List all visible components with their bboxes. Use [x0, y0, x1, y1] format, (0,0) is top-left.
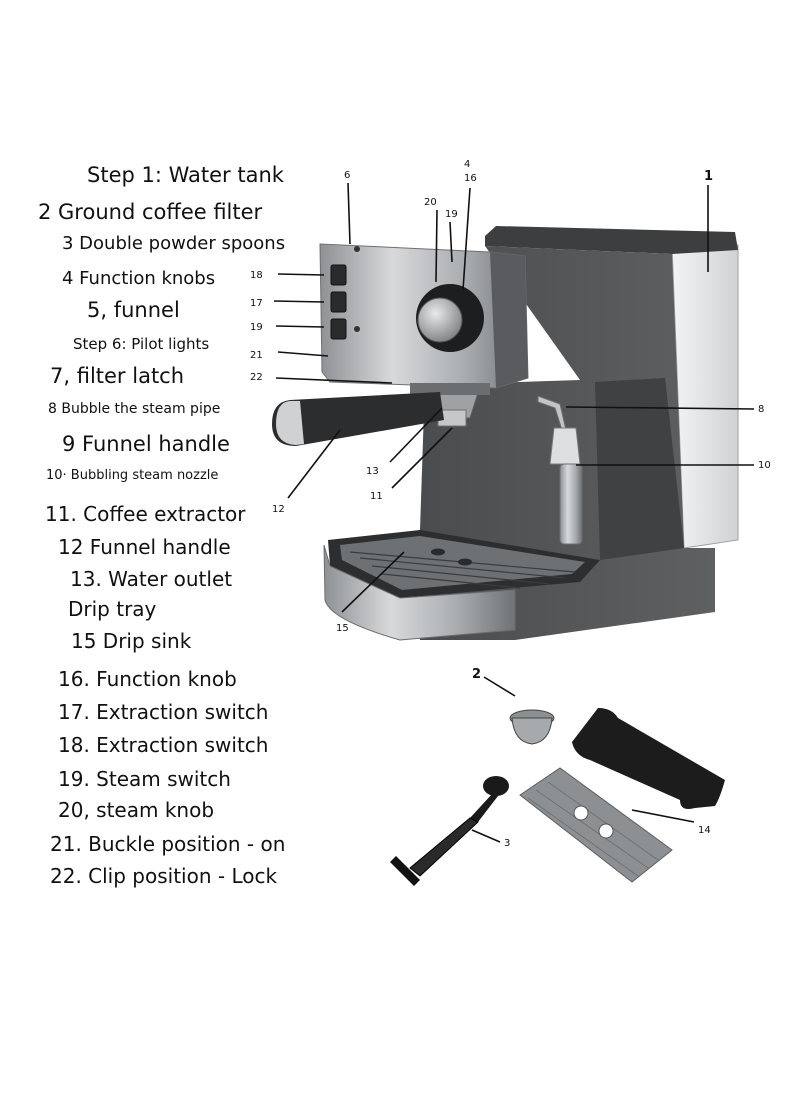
callout-22: 22 [250, 372, 263, 383]
legend-item-drip-sink: 15 Drip sink [71, 629, 192, 653]
leader-15 [341, 551, 405, 613]
leader-19 [275, 325, 325, 328]
leader-18 [277, 273, 325, 276]
leader-19-top [449, 221, 453, 263]
grate-hole-1 [573, 805, 589, 821]
function-knob [417, 297, 463, 343]
callout-14: 14 [698, 825, 711, 836]
callout-2: 2 [472, 667, 481, 682]
legend-item-funnel-handle-2: 12 Funnel handle [58, 535, 231, 559]
callout-13: 13 [366, 466, 379, 477]
spoon-scoop [483, 776, 509, 796]
drip-grate-accessory [519, 767, 673, 883]
callout-17: 17 [250, 298, 263, 309]
steam-button-19 [330, 318, 347, 340]
drip-sink [323, 544, 516, 641]
pilot-light [354, 326, 360, 332]
portafilter-handle [272, 392, 444, 446]
callout-16: 16 [464, 173, 477, 184]
legend-item-drip-tray: Drip tray [68, 597, 157, 621]
leader-lines [273, 182, 755, 843]
portafilter-handle-cap [276, 401, 304, 445]
leader-22 [275, 377, 393, 384]
leader-17 [273, 300, 325, 303]
body-recess [595, 378, 684, 560]
pilot-light-top [354, 246, 360, 252]
legend-item-extraction-switch-18: 18. Extraction switch [58, 733, 269, 757]
legend-item-powder-spoons: 3 Double powder spoons [62, 233, 286, 254]
leader-16 [462, 187, 471, 291]
callout-numbers: 1 6 4 16 20 19 18 17 19 21 22 8 10 13 11… [250, 159, 771, 849]
legend-item-extraction-switch-17: 17. Extraction switch [58, 700, 269, 724]
callout-1: 1 [704, 169, 713, 184]
callout-6: 6 [344, 170, 350, 181]
callout-4: 4 [464, 159, 470, 170]
extraction-button-17 [330, 291, 347, 313]
legend-item-water-outlet: 13. Water outlet [70, 567, 233, 591]
steam-nozzle [559, 463, 583, 545]
drip-tray-accessory [572, 708, 725, 809]
leader-6 [347, 182, 351, 245]
legend-item-pilot-lights: Step 6: Pilot lights [73, 335, 210, 353]
legend-item-steam-knob: 20, steam knob [58, 798, 215, 822]
spoon-tamper [390, 856, 420, 886]
callout-18: 18 [250, 270, 263, 281]
grate-hole-right [431, 548, 445, 556]
callout-21: 21 [250, 350, 263, 361]
legend-item-coffee-filter: 2 Ground coffee filter [38, 200, 263, 224]
leader-13 [389, 407, 443, 463]
legend-item-clip-position: 22. Clip position - Lock [50, 864, 278, 888]
filter-basket [511, 717, 553, 745]
legend-item-function-knob: 16. Function knob [58, 667, 237, 691]
leader-20 [435, 209, 438, 283]
leader-21 [277, 351, 329, 357]
callout-12: 12 [272, 504, 285, 515]
spoon-neck [470, 794, 498, 822]
legend-item-water-tank: Step 1: Water tank [87, 163, 284, 187]
leader-11 [391, 427, 453, 489]
accessories [390, 708, 725, 886]
legend-item-steam-pipe: 8 Bubble the steam pipe [48, 401, 221, 417]
grate-hole-left [458, 558, 472, 566]
leader-12 [287, 429, 341, 499]
extraction-button-18 [330, 264, 347, 286]
legend-item-funnel-handle: 9 Funnel handle [62, 432, 230, 456]
legend-item-function-knobs: 4 Function knobs [62, 268, 216, 289]
leader-14 [631, 809, 695, 823]
legend-item-steam-nozzle: 10· Bubbling steam nozzle [46, 468, 219, 483]
callout-10: 10 [758, 460, 771, 471]
callout-19-top: 19 [445, 209, 458, 220]
top-lid [485, 226, 738, 254]
legend-item-filter-latch: 7, filter latch [50, 364, 185, 388]
portafilter-collar [410, 383, 490, 395]
drip-grate-accessory-lines [527, 781, 659, 877]
callout-8: 8 [758, 404, 764, 415]
front-panel-side [490, 252, 528, 388]
legend-item-steam-switch: 19. Steam switch [58, 767, 231, 791]
callout-15: 15 [336, 623, 349, 634]
callout-20: 20 [424, 197, 437, 208]
espresso-machine [272, 226, 739, 641]
leader-8 [565, 406, 755, 410]
leader-2 [483, 676, 516, 697]
leader-3 [471, 829, 501, 843]
callout-11: 11 [370, 491, 383, 502]
spoon-handle [409, 817, 479, 877]
steam-nozzle-sleeve [549, 427, 581, 465]
callout-3: 3 [504, 838, 510, 849]
grate-hole-2 [598, 823, 614, 839]
legend-item-buckle-position: 21. Buckle position - on [50, 832, 286, 856]
legend-item-funnel: 5, funnel [87, 298, 180, 322]
callout-19: 19 [250, 322, 263, 333]
legend-item-coffee-extractor: 11. Coffee extractor [45, 502, 246, 526]
